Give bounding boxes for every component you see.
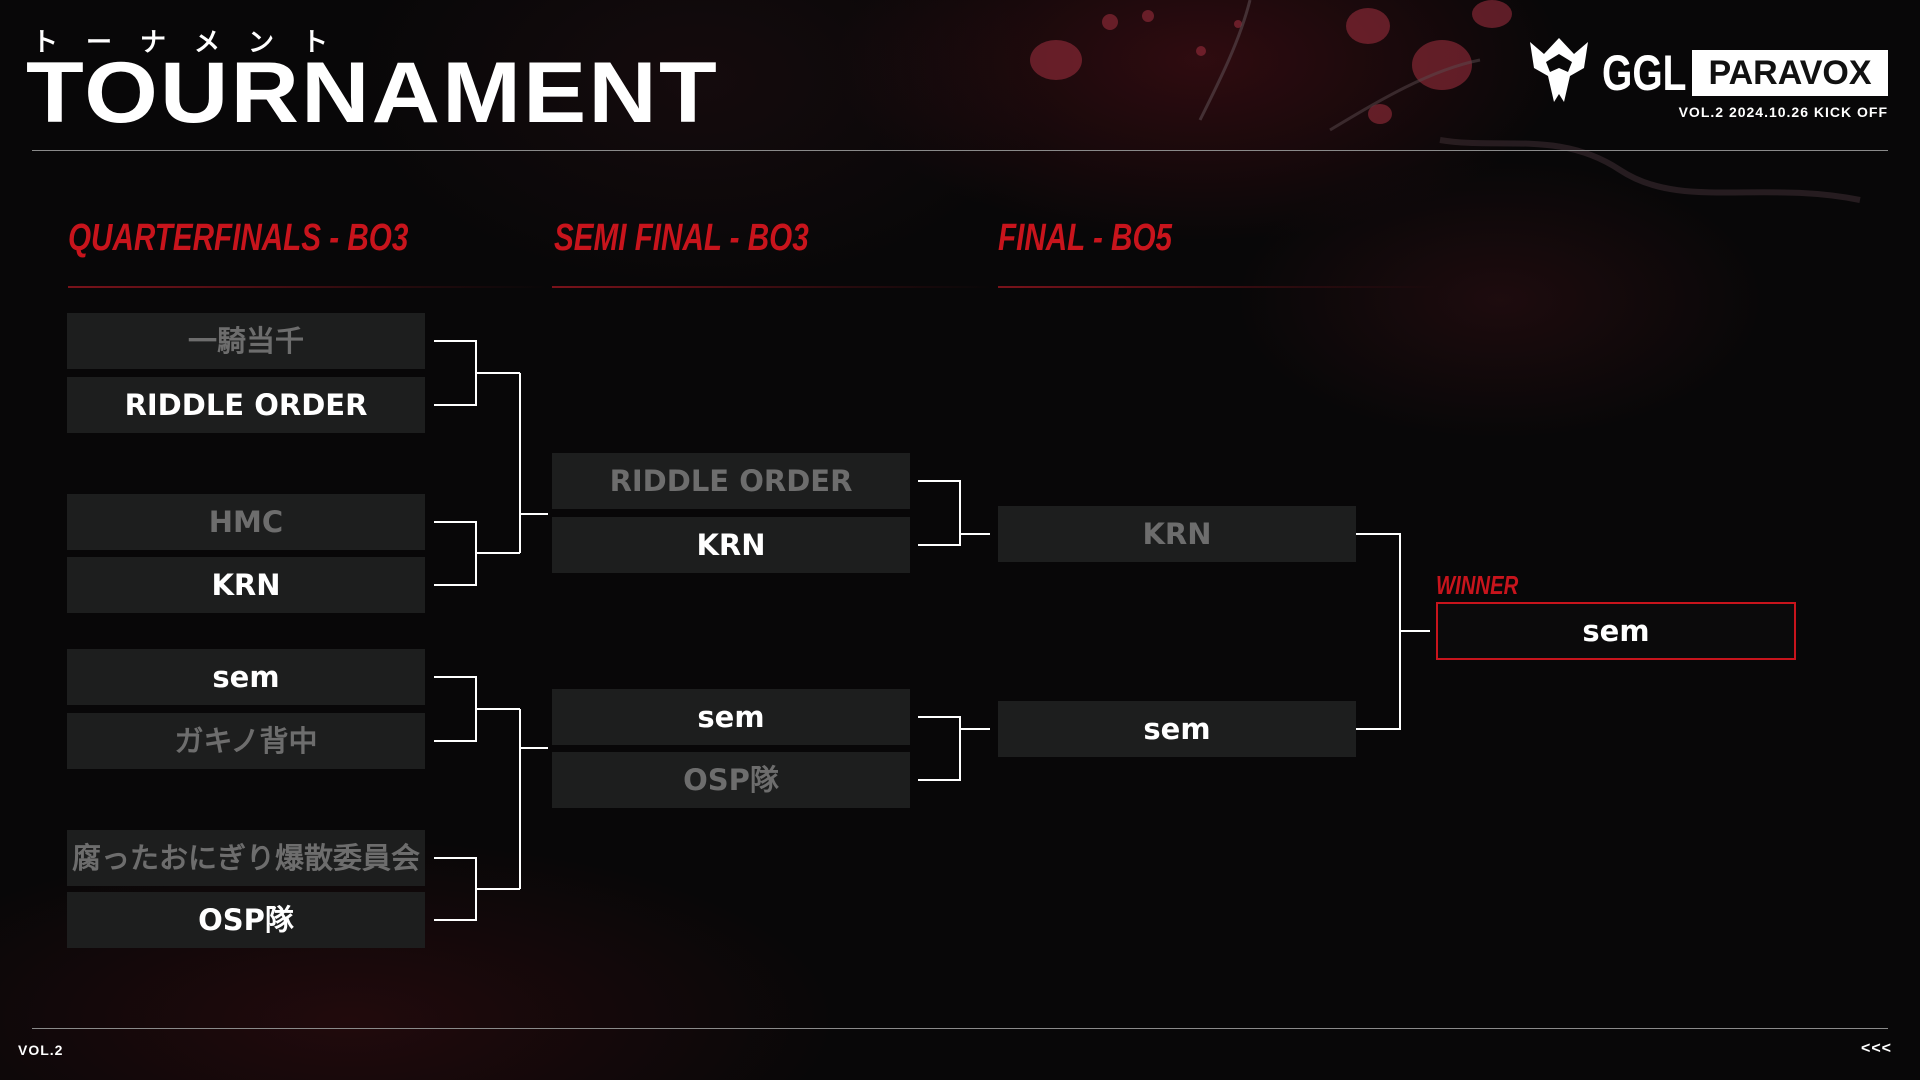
final-team-slot: sem bbox=[998, 701, 1356, 757]
footer-arrows: <<< bbox=[1860, 1040, 1892, 1057]
final-team-slot: KRN bbox=[998, 506, 1356, 562]
brand-name: GGL bbox=[1602, 45, 1687, 101]
winner-slot: sem bbox=[1436, 602, 1796, 660]
qf-team-slot: HMC bbox=[67, 494, 425, 550]
qf-team-slot: sem bbox=[67, 649, 425, 705]
sf-team-slot: OSP隊 bbox=[552, 752, 910, 808]
sf-team-slot: sem bbox=[552, 689, 910, 745]
qf-team-slot: ガキノ背中 bbox=[67, 713, 425, 769]
round-heading-quarterfinals: QUARTERFINALS - BO3 bbox=[68, 217, 409, 259]
qf-team-slot: KRN bbox=[67, 557, 425, 613]
qf-team-slot: 腐ったおにぎり爆散委員会 bbox=[67, 830, 425, 886]
round-underline bbox=[552, 286, 992, 288]
blossom-decoration bbox=[1102, 14, 1118, 30]
event-subtitle: VOL.2 2024.10.26 KICK OFF bbox=[1678, 104, 1888, 120]
event-name-badge: PARAVOX bbox=[1692, 50, 1888, 96]
header-divider bbox=[32, 150, 1888, 151]
winner-label: WINNER bbox=[1436, 570, 1519, 600]
page-title: TOURNAMENT bbox=[26, 45, 719, 141]
footer-volume: VOL.2 bbox=[18, 1042, 64, 1058]
bracket-connector bbox=[519, 373, 548, 553]
bracket-connector bbox=[434, 676, 520, 742]
round-heading-semifinal: SEMI FINAL - BO3 bbox=[554, 217, 809, 259]
blossom-decoration bbox=[1030, 40, 1082, 80]
round-heading-final: FINAL - BO5 bbox=[998, 217, 1173, 259]
qf-team-slot: OSP隊 bbox=[67, 892, 425, 948]
blossom-decoration bbox=[1196, 46, 1206, 56]
blossom-decoration bbox=[1346, 8, 1390, 44]
bracket-connector bbox=[434, 340, 520, 406]
bracket-connector bbox=[519, 709, 548, 889]
bracket-connector bbox=[1356, 533, 1430, 730]
crown-emblem-icon bbox=[1530, 38, 1588, 102]
footer-divider bbox=[32, 1028, 1888, 1029]
blossom-decoration bbox=[1142, 10, 1154, 22]
round-underline bbox=[68, 286, 548, 288]
blossom-decoration bbox=[1234, 20, 1242, 28]
sf-team-slot: KRN bbox=[552, 517, 910, 573]
event-logo: GGL PARAVOX VOL.2 2024.10.26 KICK OFF bbox=[1524, 34, 1888, 124]
sf-team-slot: RIDDLE ORDER bbox=[552, 453, 910, 509]
round-underline bbox=[998, 286, 1438, 288]
bracket-connector bbox=[434, 521, 520, 586]
bracket-connector bbox=[918, 480, 990, 546]
bracket-connector bbox=[918, 716, 990, 781]
blossom-decoration bbox=[1368, 104, 1392, 124]
blossom-decoration bbox=[1472, 0, 1512, 28]
page-kana-title: トーナメント bbox=[32, 28, 357, 58]
qf-team-slot: RIDDLE ORDER bbox=[67, 377, 425, 433]
bracket-connector bbox=[434, 857, 520, 921]
qf-team-slot: 一騎当千 bbox=[67, 313, 425, 369]
